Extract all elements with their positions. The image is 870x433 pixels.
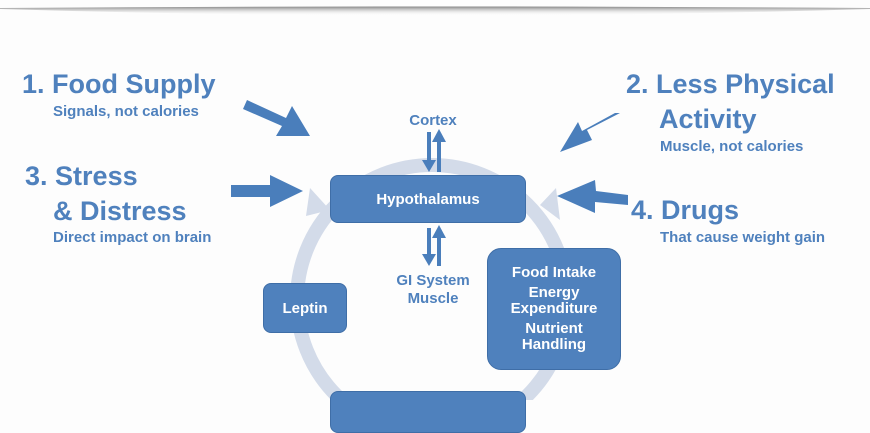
factor-physical-activity-title-line2: Activity — [659, 104, 757, 134]
food-intake-text: Food Intake — [511, 264, 597, 281]
cortex-label: Cortex — [409, 112, 457, 129]
cycle-arrowhead-left — [306, 188, 330, 216]
bottom-node — [330, 391, 526, 433]
factor-title: Food Supply — [52, 69, 216, 99]
factor-number: 2. — [626, 69, 649, 99]
arrow-physical-activity — [560, 113, 620, 152]
factor-stress-subtitle: Direct impact on brain — [53, 229, 212, 246]
energy-text: Energy — [528, 284, 580, 301]
factor-physical-activity-subtitle: Muscle, not calories — [660, 138, 804, 155]
cycle-arrowhead-right — [540, 188, 560, 220]
factor-title: Drugs — [661, 195, 740, 225]
gi-system-label: GI System Muscle — [385, 272, 481, 308]
leptin-node: Leptin — [263, 283, 347, 333]
nutrient-text: Nutrient — [525, 320, 583, 337]
top-shadow-divider — [0, 6, 870, 16]
arrow-drugs — [557, 180, 628, 213]
factor-stress-title: 3. Stress — [25, 160, 138, 192]
factor-drugs-title: 4. Drugs — [631, 194, 739, 226]
hypothalamus-node: Hypothalamus — [330, 175, 526, 223]
leptin-label: Leptin — [282, 299, 328, 317]
factor-title: Less Physical — [656, 69, 835, 99]
factor-physical-activity-title: 2. Less Physical — [626, 68, 835, 100]
factor-stress-title-line2: & Distress — [53, 196, 187, 226]
factor-number: 3. — [25, 161, 48, 191]
factor-number: 1. — [22, 69, 45, 99]
handling-text: Handling — [521, 336, 587, 353]
factor-number: 4. — [631, 195, 654, 225]
factor-food-supply-title: 1. Food Supply — [22, 68, 216, 100]
arrow-food-supply — [243, 100, 310, 136]
factor-drugs-subtitle: That cause weight gain — [660, 229, 826, 246]
food-intake-node: Food Intake Energy Expenditure Nutrient … — [487, 248, 621, 370]
arrow-stress — [231, 175, 303, 207]
factor-title: Stress — [55, 161, 138, 191]
hypothalamus-label: Hypothalamus — [376, 190, 480, 208]
factor-food-supply-subtitle: Signals, not calories — [53, 103, 199, 120]
gi-system-text: GI System — [396, 272, 470, 289]
muscle-text: Muscle — [407, 290, 459, 307]
expenditure-text: Expenditure — [510, 300, 598, 317]
gi-arrows — [422, 225, 446, 266]
cortex-arrows — [422, 129, 446, 172]
